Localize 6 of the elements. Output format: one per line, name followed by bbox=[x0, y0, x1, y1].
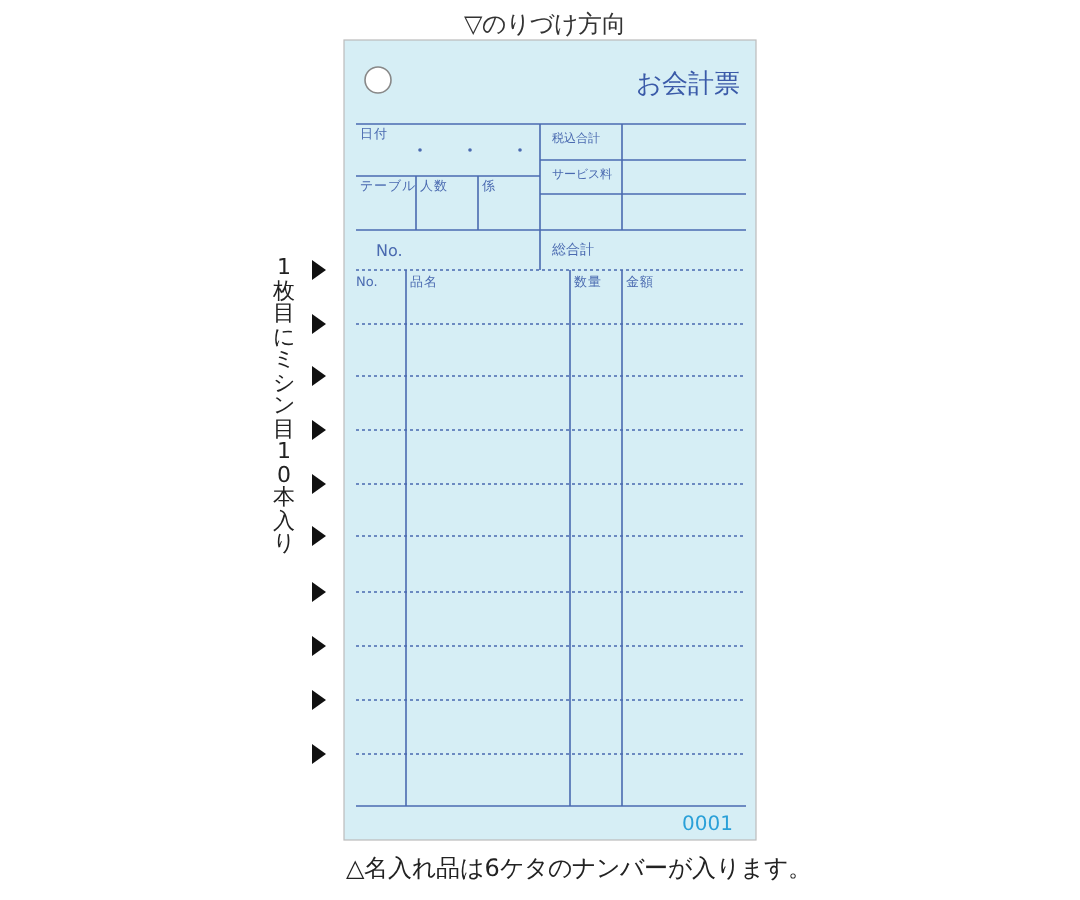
note-text: △名入れ品は6ケタのナンバーが入ります。 bbox=[346, 856, 812, 880]
form-title: お会計票 bbox=[636, 72, 740, 98]
note-text: 1枚目にミシン目10本入り bbox=[272, 256, 296, 555]
caption-text: ▽のりづけ方向 bbox=[464, 12, 627, 36]
serial-number: 0001 bbox=[682, 816, 733, 836]
field-label: No. bbox=[376, 244, 403, 260]
